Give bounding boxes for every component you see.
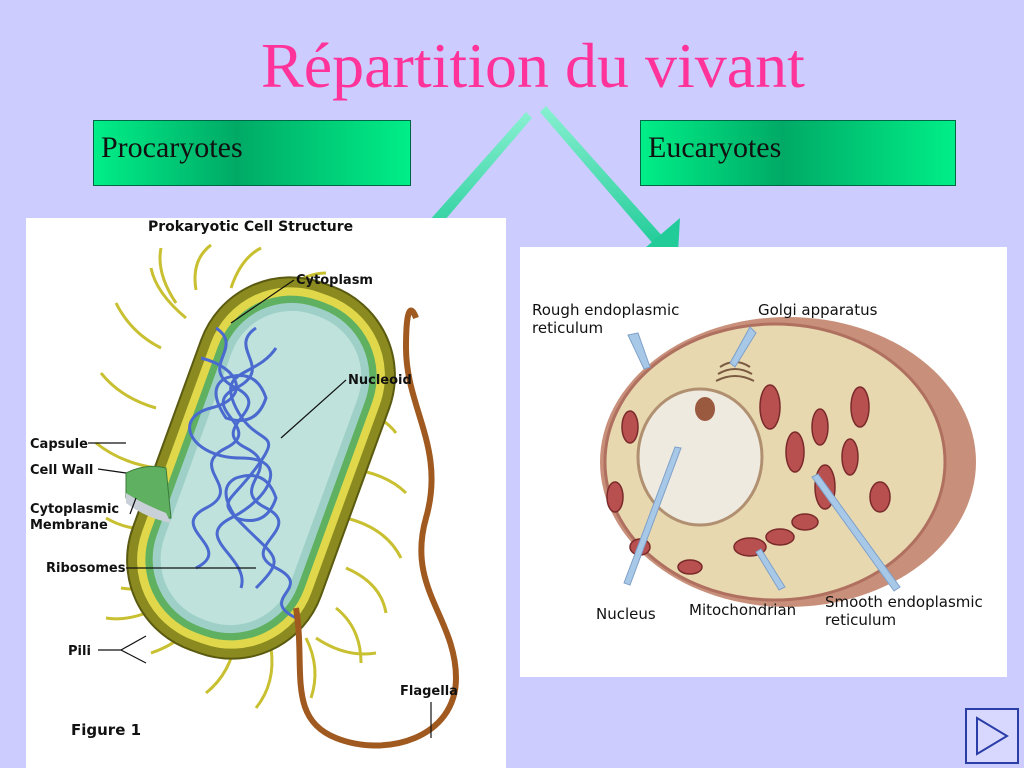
label-pili: Pili (68, 644, 91, 659)
label-nucleoid: Nucleoid (348, 373, 412, 388)
next-slide-button[interactable] (965, 708, 1019, 764)
eukaryote-panel: Rough endoplasmic reticulum Golgi appara… (520, 247, 1007, 677)
prokaryote-heading: Prokaryotic Cell Structure (148, 219, 353, 235)
right-arrow (540, 106, 680, 270)
eucaryotes-box: Eucaryotes (640, 120, 956, 186)
label-nucleus: Nucleus (596, 605, 656, 623)
prokaryote-diagram: Prokaryotic Cell Structure (30, 219, 460, 749)
label-flagella: Flagella (400, 684, 458, 699)
play-triangle-icon (976, 716, 1009, 756)
slide-title: Répartition du vivant (261, 30, 805, 101)
label-rough-er-1: Rough endoplasmic (532, 301, 679, 319)
nucleoid-dna (188, 326, 297, 620)
label-capsule: Capsule (30, 437, 88, 452)
nucleolus (695, 397, 715, 421)
nucleus-shape (636, 387, 764, 527)
label-membrane-1: Cytoplasmic (30, 502, 119, 517)
figure-caption: Figure 1 (71, 721, 141, 739)
eukaryote-diagram: Rough endoplasmic reticulum Golgi appara… (532, 301, 983, 629)
label-smooth-er-1: Smooth endoplasmic (825, 593, 983, 611)
label-rough-er-2: reticulum (532, 319, 603, 337)
label-ribosomes: Ribosomes (46, 561, 126, 576)
label-mitochondrian: Mitochondrian (689, 601, 796, 619)
pointer-arrows (623, 326, 901, 592)
label-smooth-er-2: reticulum (825, 611, 896, 629)
leader-lines (88, 279, 432, 738)
eucaryotes-label: Eucaryotes (648, 131, 782, 164)
procaryotes-box: Procaryotes (93, 120, 411, 186)
label-golgi: Golgi apparatus (758, 301, 878, 319)
membrane-peel (126, 493, 171, 523)
prokaryote-panel: Prokaryotic Cell Structure (26, 218, 506, 768)
label-membrane-2: Membrane (30, 518, 108, 533)
label-cytoplasm: Cytoplasm (296, 273, 373, 288)
procaryotes-label: Procaryotes (101, 131, 243, 164)
flagellum (293, 307, 460, 749)
label-cell-wall: Cell Wall (30, 463, 93, 478)
